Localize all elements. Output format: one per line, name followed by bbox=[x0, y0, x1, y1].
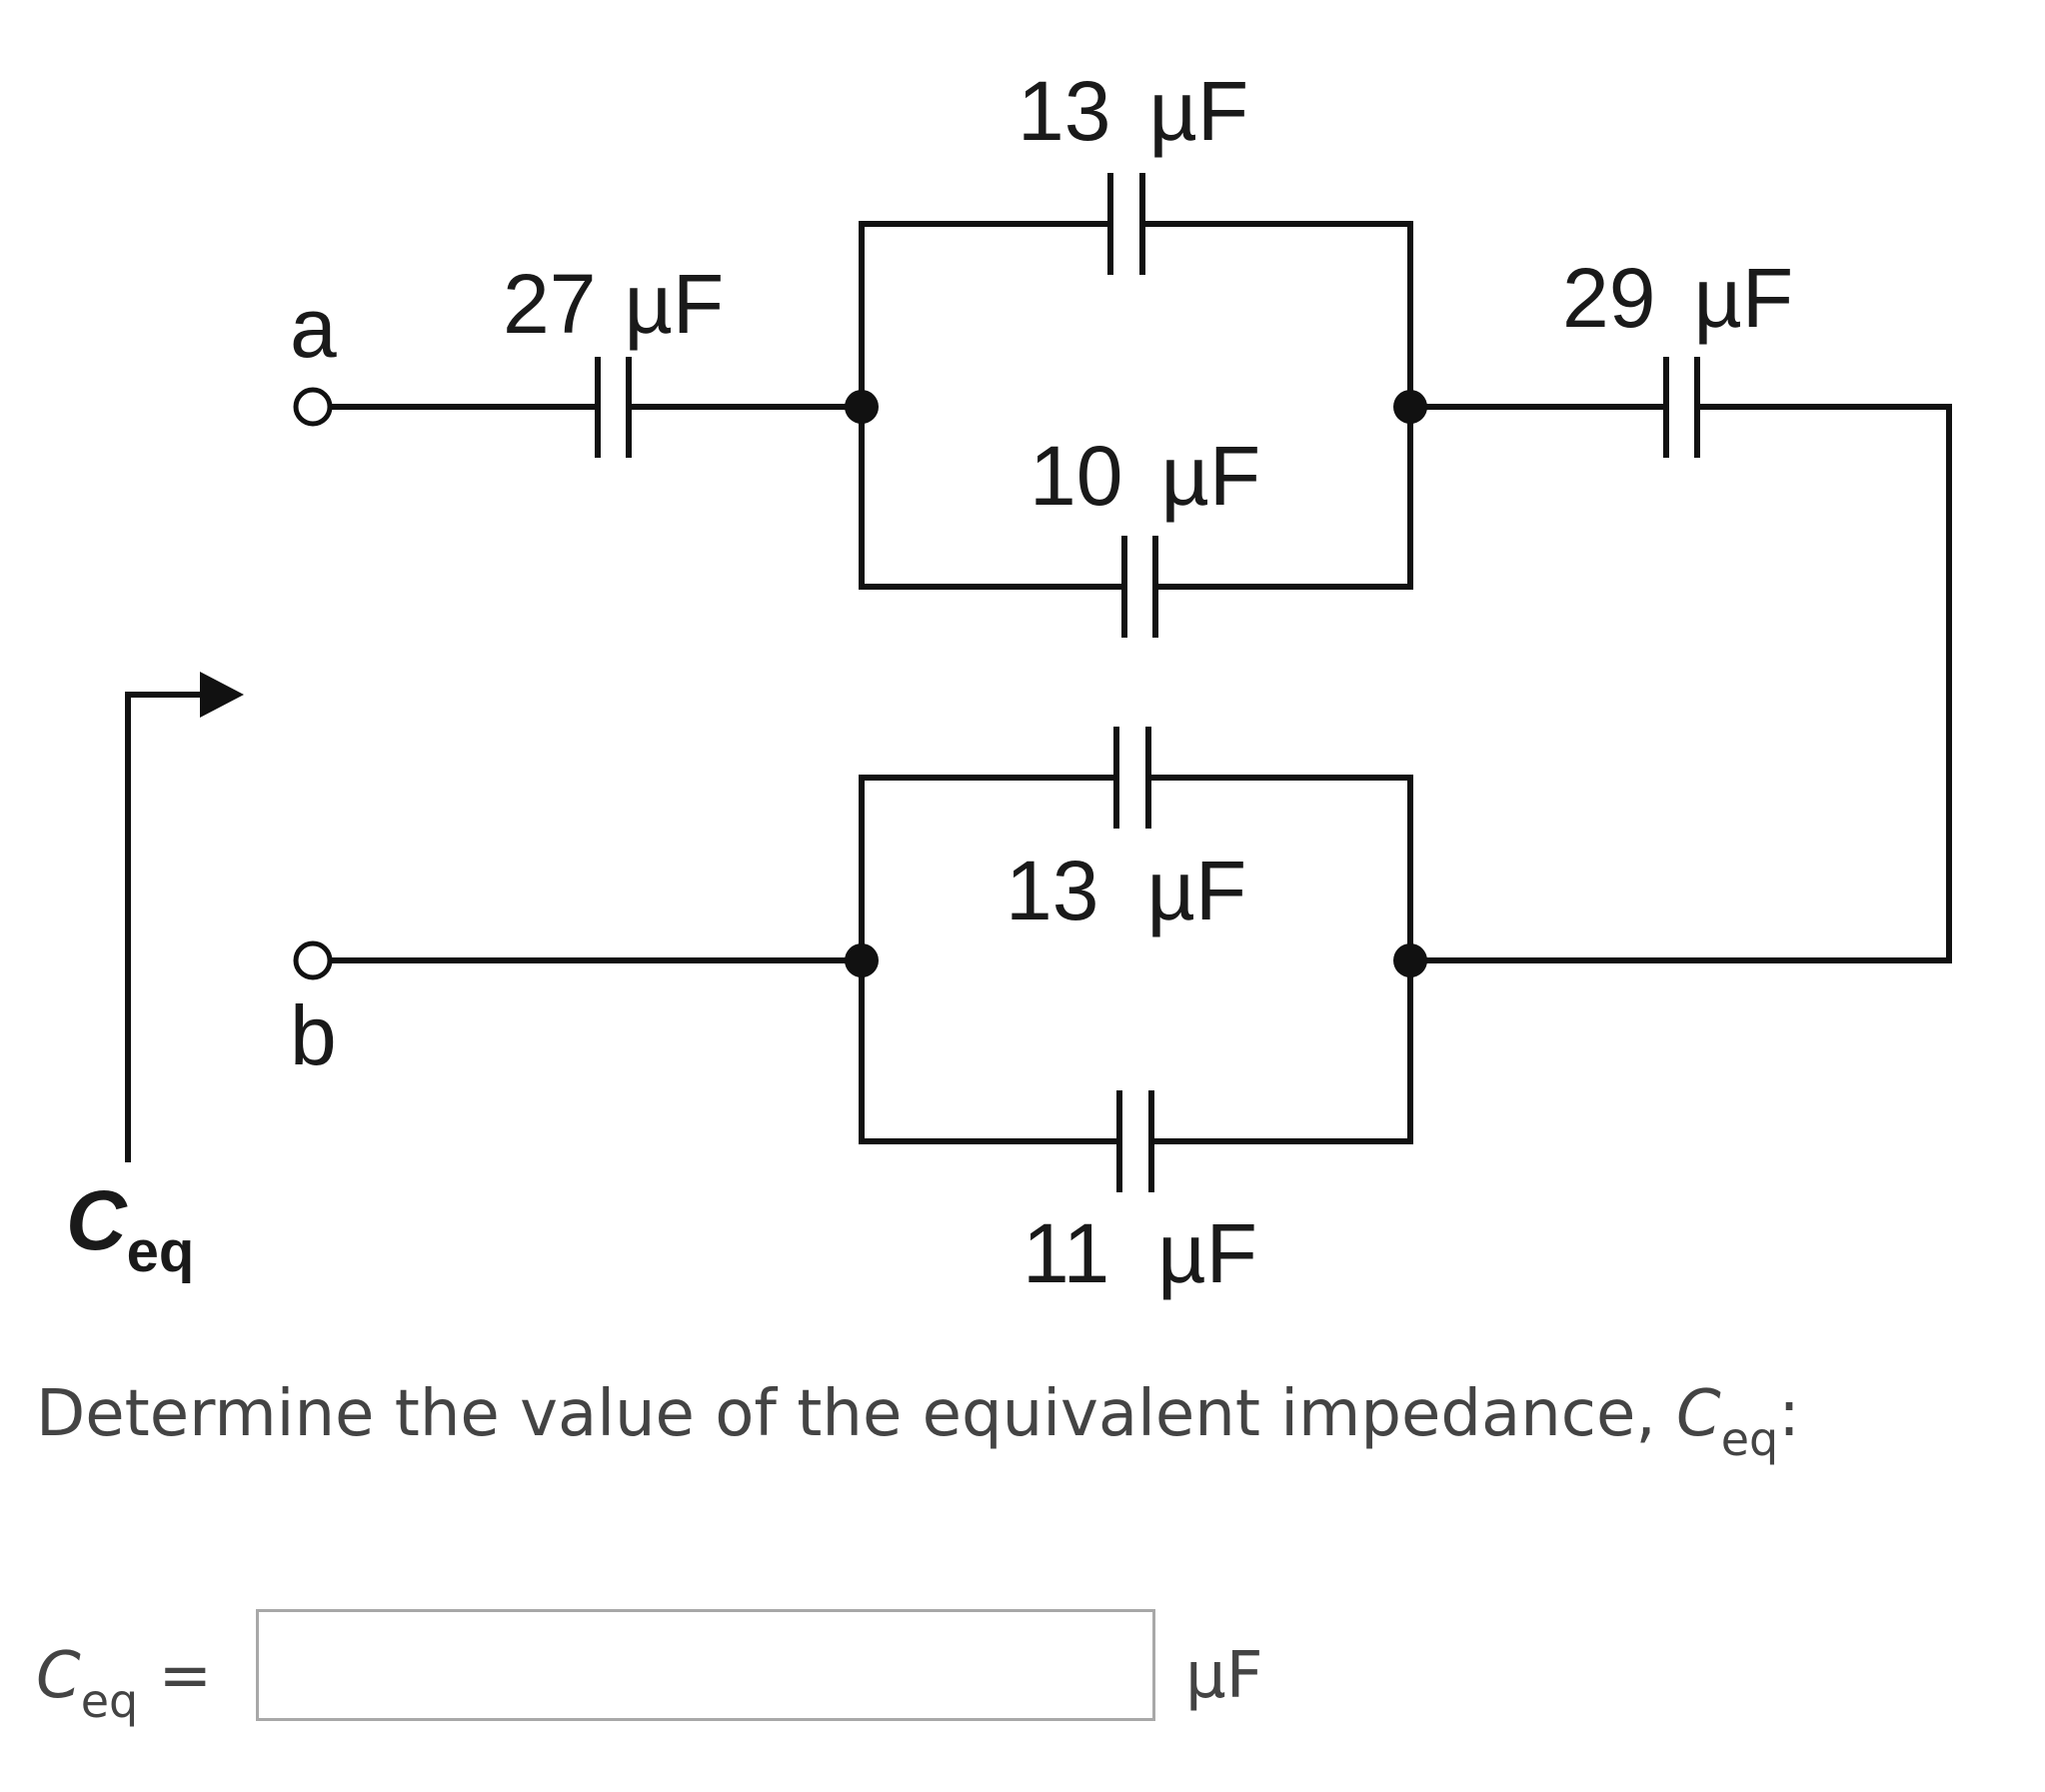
answer-subscript: eq bbox=[80, 1674, 139, 1728]
junction-node bbox=[1393, 390, 1427, 424]
terminal-a-label: a bbox=[290, 281, 337, 375]
junction-node bbox=[1393, 943, 1427, 977]
capacitor-13uf-top-symbol bbox=[1107, 173, 1145, 275]
ceq-arrow-head bbox=[200, 672, 244, 718]
answer-symbol: C bbox=[36, 1639, 81, 1713]
ceq-answer-input[interactable] bbox=[256, 1609, 1155, 1721]
wire-top-parallel-upper bbox=[859, 221, 1110, 407]
question-symbol: C bbox=[1676, 1377, 1721, 1451]
answer-label: Ceq = bbox=[36, 1639, 213, 1728]
question-text: Determine the value of the equivalent im… bbox=[36, 1377, 1800, 1466]
capacitor-29uf-symbol bbox=[1663, 357, 1700, 458]
question-suffix: : bbox=[1778, 1377, 1800, 1451]
capacitor-27uf-symbol bbox=[595, 357, 632, 458]
answer-unit: µF bbox=[1185, 1639, 1263, 1713]
wire-bottom-parallel-lower bbox=[859, 960, 1119, 1144]
wire-bottom-parallel-lower-right bbox=[1151, 960, 1413, 1144]
junction-node bbox=[845, 390, 879, 424]
wire-bottom-parallel-upper bbox=[859, 775, 1116, 960]
terminal-a bbox=[293, 387, 333, 427]
junction-node bbox=[845, 943, 879, 977]
ceq-diagram-label: Ceq bbox=[66, 1173, 194, 1284]
wire-bottom-parallel-upper-right bbox=[1148, 775, 1413, 960]
capacitor-10uf-symbol bbox=[1121, 536, 1158, 638]
question-subscript: eq bbox=[1720, 1412, 1779, 1466]
capacitor-11uf-symbol bbox=[1116, 1090, 1154, 1192]
question-prefix: Determine the value of the equivalent im… bbox=[36, 1377, 1677, 1451]
wire-top-parallel-upper-right bbox=[1142, 221, 1413, 407]
wires bbox=[329, 221, 1952, 1144]
ceq-arrow-line bbox=[125, 692, 210, 1162]
wire-top-parallel-lower bbox=[859, 407, 1124, 590]
wire-c29-right-down bbox=[1410, 404, 1952, 963]
wire-top-parallel-lower-right bbox=[1155, 407, 1413, 590]
terminal-b bbox=[293, 940, 333, 980]
capacitor-13uf-bottom-symbol bbox=[1113, 727, 1151, 829]
answer-equals: = bbox=[138, 1639, 213, 1713]
terminal-b-label: b bbox=[290, 988, 337, 1082]
